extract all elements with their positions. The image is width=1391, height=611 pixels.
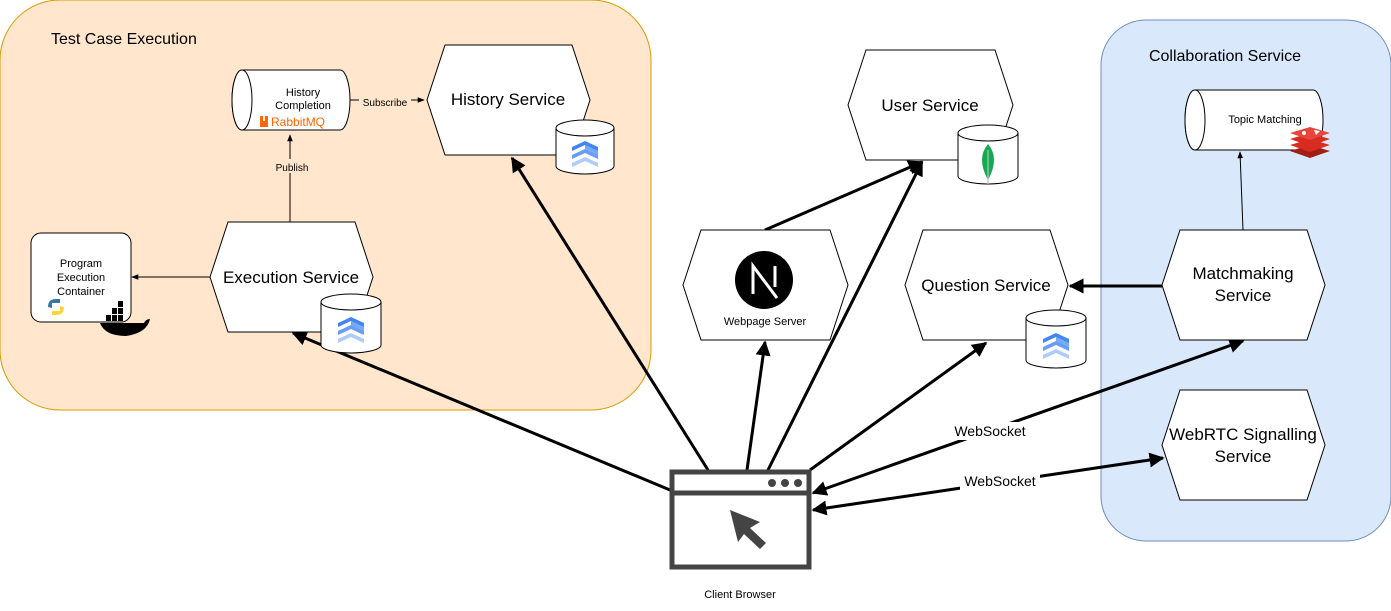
matchmaking-service-label-2: Service	[1215, 286, 1272, 305]
execution-db-firestore	[320, 293, 382, 354]
publish-label-bg	[272, 159, 310, 173]
edge-client-to-webpage	[745, 340, 771, 471]
history-completion-label-1: History	[286, 87, 321, 99]
history-db-firestore	[555, 119, 615, 175]
python-icon	[48, 299, 64, 315]
client-browser-node: Client Browser	[669, 469, 812, 601]
rabbitmq-brand: RabbitMQ	[271, 115, 325, 129]
redis-icon	[1290, 127, 1330, 158]
history-completion-label-2: Completion	[275, 100, 331, 112]
user-service-node: User Service	[847, 49, 1019, 185]
test-case-execution-title: Test Case Execution	[51, 31, 197, 48]
docker-icon	[100, 301, 150, 336]
cursor-icon	[730, 510, 766, 549]
user-service-label: User Service	[881, 96, 978, 115]
user-db-mongodb	[957, 124, 1019, 185]
websocket-matchmaking-label-bg	[950, 422, 1030, 440]
webpage-server-label: Webpage Server	[724, 316, 807, 328]
subscribe-label-bg	[359, 94, 411, 108]
program-container-node: Program Execution Container	[30, 232, 150, 336]
program-container-label-3: Container	[57, 286, 105, 298]
question-service-label: Question Service	[921, 276, 1050, 295]
websocket-webrtc-label: WebSocket	[964, 473, 1035, 489]
websocket-matchmaking-label: WebSocket	[954, 423, 1025, 439]
program-container-label-2: Execution	[57, 272, 105, 284]
webrtc-service-label-1: WebRTC Signalling	[1169, 425, 1317, 444]
collaboration-service-title: Collaboration Service	[1149, 48, 1301, 65]
execution-service-node: Execution Service	[209, 221, 382, 354]
execution-service-label: Execution Service	[223, 268, 359, 287]
question-db-firestore	[1025, 309, 1087, 369]
edge-client-to-execution	[291, 331, 671, 492]
history-completion-queue: History Completion RabbitMQ	[231, 69, 351, 131]
client-browser-label: Client Browser	[704, 589, 776, 601]
topic-matching-label: Topic Matching	[1228, 114, 1301, 126]
question-service-node: Question Service	[904, 229, 1087, 369]
matchmaking-service-label-1: Matchmaking	[1192, 264, 1293, 283]
history-service-label: History Service	[451, 90, 565, 109]
websocket-webrtc-label-bg	[960, 472, 1040, 490]
edge-client-to-history	[510, 156, 710, 471]
subscribe-label: Subscribe	[363, 98, 408, 109]
rabbitmq-icon	[260, 116, 268, 127]
edge-client-to-user	[766, 160, 924, 471]
history-service-node: History Service	[426, 44, 615, 175]
webrtc-service-label-2: Service	[1215, 447, 1272, 466]
edge-client-to-question	[809, 341, 988, 472]
matchmaking-service-node: Matchmaking Service	[1161, 229, 1326, 341]
topic-matching-queue: Topic Matching	[1184, 89, 1330, 158]
webpage-server-node: Webpage Server	[682, 229, 849, 341]
edge-topic-from-matchmaking	[1237, 151, 1244, 231]
webrtc-service-node: WebRTC Signalling Service	[1161, 389, 1326, 501]
program-container-label-1: Program	[60, 258, 102, 270]
edge-webpage-to-user	[764, 160, 924, 232]
nextjs-icon	[735, 251, 793, 309]
publish-label: Publish	[276, 163, 309, 174]
mongodb-icon	[982, 144, 994, 184]
